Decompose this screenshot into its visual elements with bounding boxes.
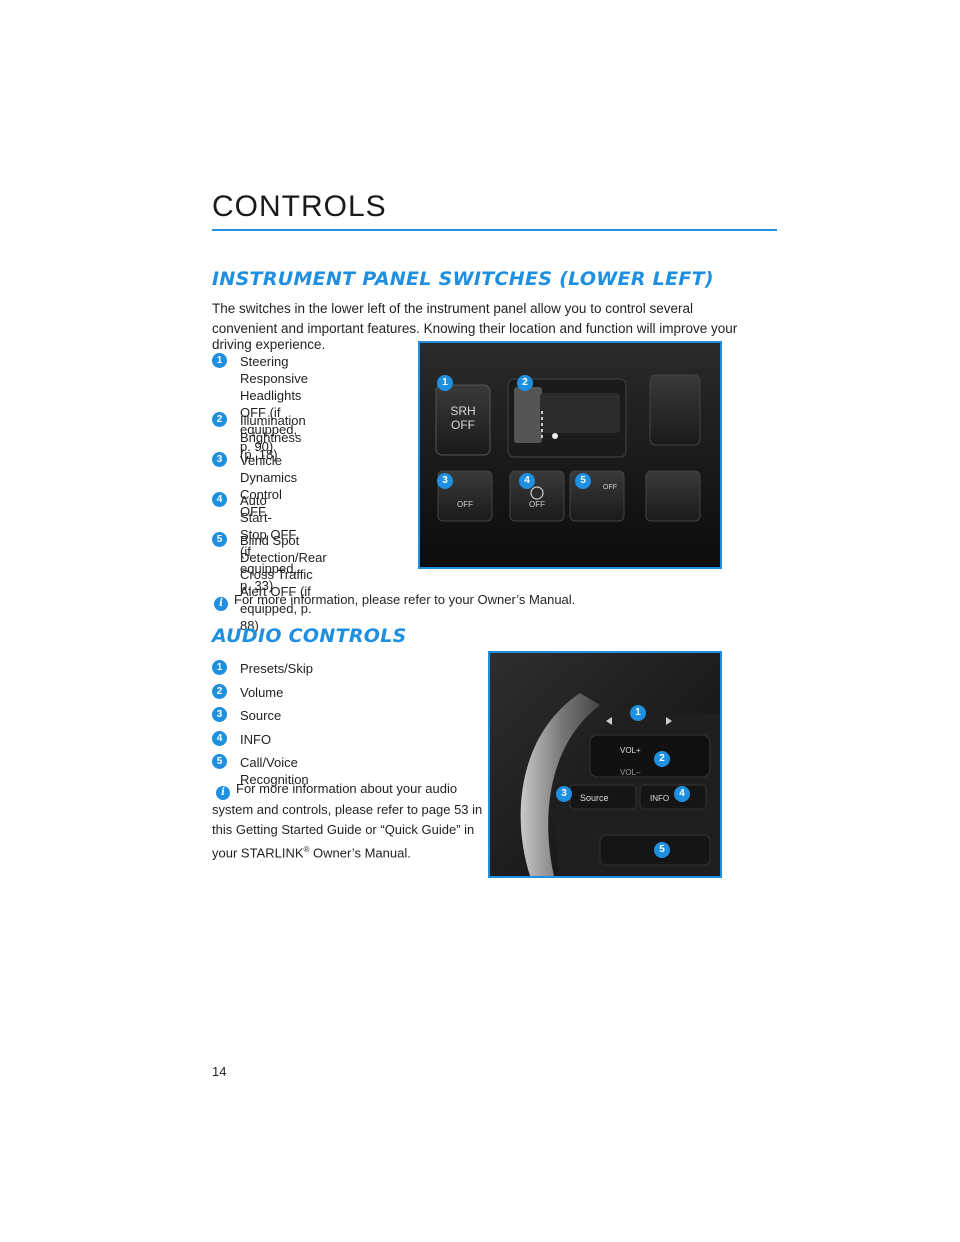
item-text: Steering Responsive [240, 354, 308, 386]
item-number-badge: 2 [212, 412, 227, 427]
section-heading-instrument-panel: INSTRUMENT PANEL SWITCHES (LOWER LEFT) [212, 268, 714, 290]
header-divider [212, 229, 777, 231]
srh-off-label: OFF [451, 418, 475, 432]
item-text: equipped, p. 33) [240, 561, 298, 593]
page-section-title: CONTROLS [212, 190, 387, 223]
audio-controls-photo: VOL+ VOL– Source INFO 1 2 3 4 5 [488, 651, 722, 878]
auto-start-stop-off-label: OFF [529, 500, 545, 509]
page-number: 14 [212, 1064, 227, 1079]
item-text: Illumination Brightness [240, 413, 306, 445]
item-number-badge: 3 [212, 452, 227, 467]
callout-badge: 1 [437, 375, 453, 391]
source-label: Source [580, 793, 609, 803]
info-label: INFO [650, 794, 669, 803]
item-number-badge: 1 [212, 353, 227, 368]
steering-wheel-illustration: VOL+ VOL– Source INFO [490, 653, 720, 876]
callout-badge: 3 [437, 473, 453, 489]
switch-panel-photo: SRH OFF OFF OFF OFF 1 2 3 4 5 [418, 341, 722, 569]
note-text: Owner’s Manual. [309, 845, 411, 861]
item-text: Vehicle Dynamics Control [240, 453, 298, 502]
callout-badge: 4 [674, 786, 690, 802]
audio-info-note: i For more information about your audio s… [212, 779, 482, 863]
vol-down-label: VOL– [620, 768, 641, 777]
item-text: Source [240, 708, 282, 723]
item-text: INFO [240, 732, 272, 747]
callout-badge: 1 [630, 705, 646, 721]
item-number-badge: 2 [212, 684, 227, 699]
item-text: OFF [240, 504, 266, 519]
callout-badge: 5 [575, 473, 591, 489]
item-text: p. 90) [240, 439, 274, 454]
callout-badge: 2 [517, 375, 533, 391]
callout-badge: 3 [556, 786, 572, 802]
intro-line-2: convenient and important features. Knowi… [212, 321, 738, 336]
note-text: this Getting Started Guide or “Quick Gui… [212, 822, 475, 837]
vdc-off-label: OFF [457, 500, 473, 509]
intro-line-1: The switches in the lower left of the in… [212, 301, 693, 316]
vol-up-label: VOL+ [620, 746, 641, 755]
callout-badge: 5 [654, 842, 670, 858]
switch-panel-illustration: SRH OFF OFF OFF OFF [420, 343, 720, 567]
item-number-badge: 3 [212, 707, 227, 722]
info-icon: i [214, 597, 228, 611]
callout-badge: 4 [519, 473, 535, 489]
item-number-badge: 1 [212, 660, 227, 675]
srh-label: SRH [450, 404, 475, 418]
item-text: Cross Traffic Alert OFF (if [240, 567, 313, 599]
note-text: For more information about your audio [236, 781, 458, 796]
item-text: Call/Voice Recognition [240, 755, 309, 787]
item-number-badge: 5 [212, 754, 227, 769]
bsd-off-label: OFF [603, 484, 617, 491]
item-number-badge: 4 [212, 731, 227, 746]
item-text: Headlights OFF (if equipped, [240, 388, 302, 437]
note-text: your STARLINK [212, 845, 304, 861]
item-text: Presets/Skip [240, 661, 313, 676]
callout-badge: 2 [654, 751, 670, 767]
item-number-badge: 5 [212, 532, 227, 547]
registered-mark: ® [303, 845, 310, 854]
section-heading-audio-controls: AUDIO CONTROLS [212, 625, 407, 647]
item-text: Blind Spot Detection/Rear [240, 533, 327, 565]
item-number-badge: 4 [212, 492, 227, 507]
item-text: Volume [240, 685, 284, 700]
item-text: (p. 18) [240, 447, 278, 462]
item-text: equipped, p. 88) [240, 601, 312, 633]
item-text: Auto Start-Stop OFF (if [240, 493, 297, 559]
info-icon: i [216, 786, 230, 800]
info-note: i For more information, please refer to y… [214, 592, 575, 611]
intro-line-3: driving experience. [212, 337, 326, 352]
note-text: For more information, please refer to yo… [234, 592, 576, 607]
note-text: system and controls, please refer to pag… [212, 802, 483, 817]
